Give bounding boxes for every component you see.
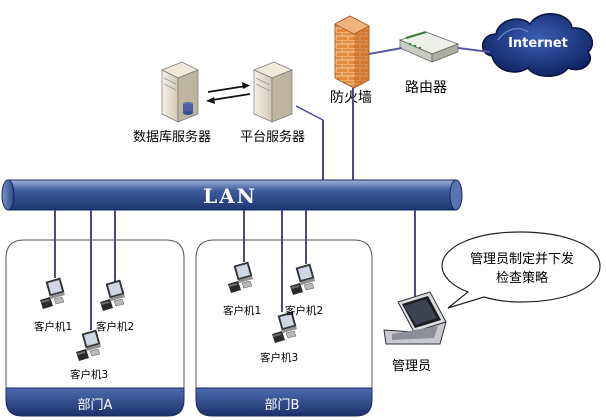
dept-b-client-1-label: 客户机1 [223,304,261,317]
platform-server-icon [253,61,293,123]
department-a-label: 部门A [78,398,113,413]
server-sync-arrows [206,82,251,104]
dept-b-client-2-label: 客户机2 [285,304,323,317]
router-label: 路由器 [405,80,447,96]
firewall-router-link [368,47,403,55]
dept-a-client-3-label: 客户机3 [70,368,108,381]
admin-laptop-icon [383,291,447,345]
dept-a-client-1-label: 客户机1 [34,320,72,333]
internet-label: Internet [508,36,568,51]
database-server-icon [161,61,199,123]
department-b-label: 部门B [265,398,300,413]
admin-speech-bubble: 管理员制定并下发 检查策略 [441,231,601,309]
database-server-label: 数据库服务器 [133,129,211,145]
router-internet-link [457,47,491,53]
speech-line-1: 管理员制定并下发 [470,251,574,267]
router-icon [398,31,460,63]
dept-a-client-2-label: 客户机2 [96,320,134,333]
platform-server-label: 平台服务器 [240,129,305,145]
lan-label: LAN [203,184,257,208]
department-a: 部门A [5,239,185,417]
firewall-icon [334,15,370,89]
lan-bus: LAN [1,179,463,211]
firewall-label: 防火墙 [330,90,372,106]
dept-b-client-3-label: 客户机3 [260,351,298,364]
internet-cloud: Internet [482,13,593,77]
admin-label: 管理员 [392,359,431,374]
speech-line-2: 检查策略 [496,270,548,286]
